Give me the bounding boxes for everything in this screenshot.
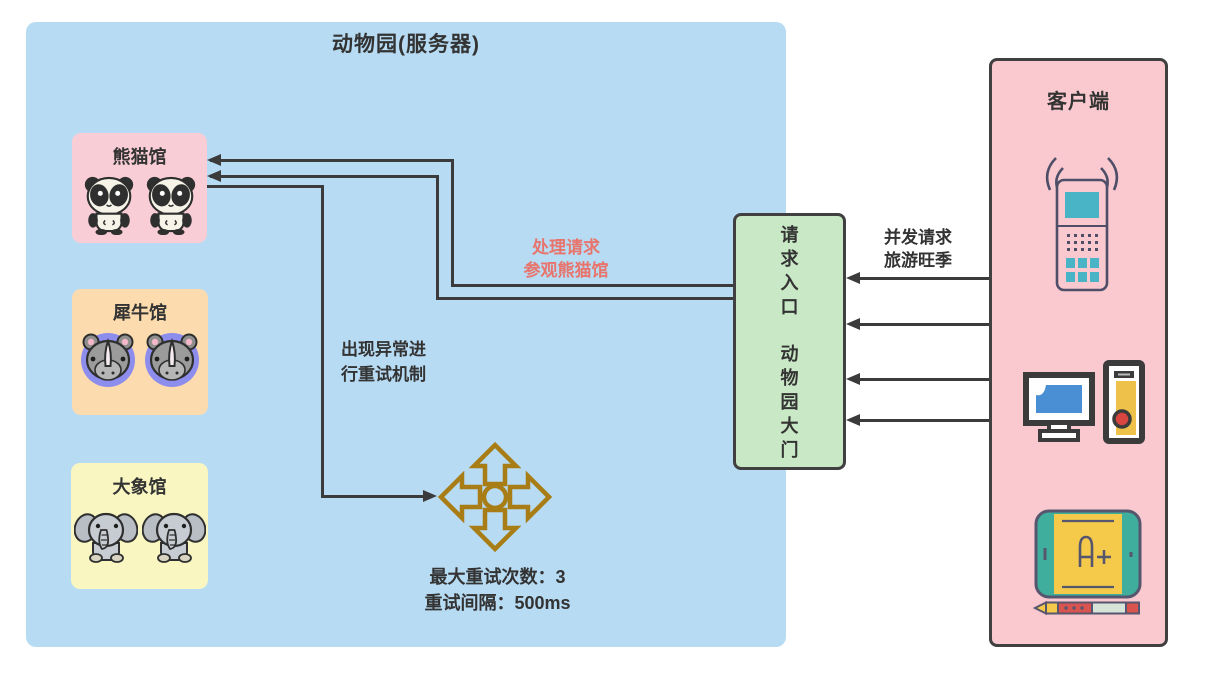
panda-hall-box: 熊猫馆 xyxy=(72,133,207,243)
line-segment xyxy=(858,277,989,280)
gate-box: 请求入口 动物园大门 xyxy=(733,213,846,470)
mobile-phone-icon xyxy=(1040,154,1124,299)
rhino-hall-label: 犀牛馆 xyxy=(113,303,167,323)
line-segment xyxy=(321,185,324,498)
arrowhead-left-icon xyxy=(207,154,221,166)
arrowhead-left-icon xyxy=(207,170,221,182)
panda-icon xyxy=(146,176,195,235)
arrowhead-right-icon xyxy=(423,490,437,502)
elephant-icon xyxy=(141,512,206,563)
line-segment xyxy=(321,495,424,498)
line-segment xyxy=(858,323,989,326)
line-segment xyxy=(858,419,989,422)
handle-request-line1: 处理请求 xyxy=(532,238,600,257)
retry-config-label: 最大重试次数：3 重试间隔：500ms xyxy=(385,564,610,616)
exception-line1: 出现异常进 xyxy=(341,340,426,359)
rhino-icon xyxy=(81,333,135,387)
concurrent-request-label: 并发请求 旅游旺季 xyxy=(850,226,986,272)
panda-icons-row xyxy=(72,173,207,235)
tablet-stylus-icon xyxy=(1032,507,1144,624)
zoo-server-title: 动物园(服务器) xyxy=(332,33,480,56)
client-title: 客户端 xyxy=(1047,91,1110,113)
gate-label-entry: 请求入口 xyxy=(780,225,799,317)
line-segment xyxy=(210,175,439,178)
gate-label-zoo-gate: 动物园大门 xyxy=(780,344,799,460)
elephant-hall-box: 大象馆 xyxy=(71,463,208,589)
retry-interval-label: 重试间隔：500ms xyxy=(424,593,571,613)
elephant-hall-label: 大象馆 xyxy=(112,477,167,497)
handle-request-line2: 参观熊猫馆 xyxy=(523,261,609,280)
rhino-icons-row xyxy=(72,329,208,389)
desktop-computer-icon xyxy=(1022,359,1146,452)
arrowhead-left-icon xyxy=(846,414,860,426)
line-segment xyxy=(207,185,324,188)
exception-line2: 行重试机制 xyxy=(341,365,426,384)
arrowhead-left-icon xyxy=(846,318,860,330)
retry-max-label: 最大重试次数：3 xyxy=(429,567,566,587)
concurrent-line2: 旅游旺季 xyxy=(884,251,952,270)
exception-retry-label: 出现异常进 行重试机制 xyxy=(341,337,461,387)
line-segment xyxy=(858,378,989,381)
panda-icon xyxy=(84,176,133,235)
client-box: 客户端 xyxy=(989,58,1168,647)
arrowhead-left-icon xyxy=(846,373,860,385)
line-segment xyxy=(210,159,454,162)
concurrent-line1: 并发请求 xyxy=(884,228,952,247)
line-segment xyxy=(451,159,454,287)
retry-arrows-icon xyxy=(437,441,553,553)
handle-request-label: 处理请求 参观熊猫馆 xyxy=(480,236,652,282)
rhino-icon xyxy=(145,333,199,387)
line-segment xyxy=(436,297,734,300)
rhino-hall-box: 犀牛馆 xyxy=(72,289,208,415)
elephant-icon xyxy=(73,512,138,563)
arrowhead-left-icon xyxy=(846,272,860,284)
line-segment xyxy=(436,175,439,300)
line-segment xyxy=(451,284,734,287)
elephant-icons-row xyxy=(71,503,208,563)
panda-hall-label: 熊猫馆 xyxy=(112,147,167,167)
